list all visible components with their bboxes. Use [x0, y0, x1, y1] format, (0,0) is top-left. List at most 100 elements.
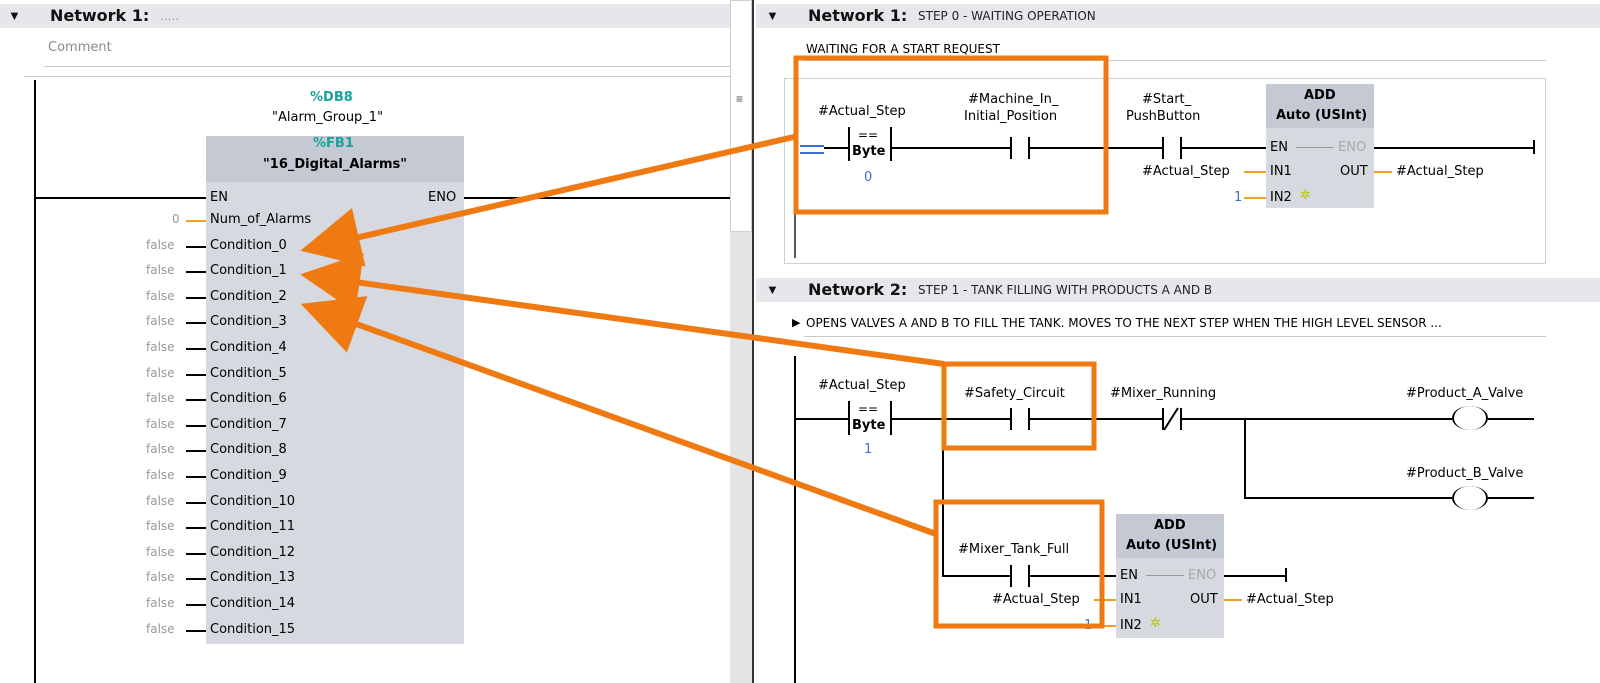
pin-value[interactable]: false	[146, 570, 175, 585]
n2-coil-b[interactable]	[1452, 486, 1488, 510]
n2-coil-a-label: #Product_A_Valve	[1406, 386, 1524, 401]
pin-wire	[186, 271, 206, 274]
n2-cmp-value: 1	[864, 442, 873, 457]
pin-wire	[186, 245, 206, 248]
n2-out-operand: #Actual_Step	[1246, 592, 1334, 607]
n1-contact1[interactable]	[1010, 137, 1030, 159]
pin-value[interactable]: false	[146, 596, 175, 610]
n2-coil-a[interactable]	[1452, 406, 1488, 430]
pin-value[interactable]: false	[146, 468, 175, 482]
sparkle-icon: ✲	[1150, 616, 1161, 631]
n1-wire-end	[1533, 140, 1535, 154]
n2-branch	[1244, 418, 1246, 498]
n1-wire	[1180, 147, 1268, 149]
n1-cmp-operand: #Actual_Step	[818, 104, 906, 119]
grip-icon[interactable]: ≡	[736, 92, 744, 106]
expand-comment-icon[interactable]: ▶	[792, 316, 801, 329]
n2-wire	[1028, 575, 1116, 577]
n2-mixer-running-label: #Mixer_Running	[1110, 386, 1217, 401]
pin-value[interactable]: false	[146, 237, 175, 252]
n1-eno-wire	[1374, 147, 1534, 149]
n1-out-wire	[1374, 171, 1392, 173]
n2-safety-contact[interactable]	[1010, 408, 1030, 430]
n2-wire	[1488, 497, 1534, 499]
pin-wire	[186, 424, 206, 427]
pin-wire	[186, 527, 206, 530]
network2-subtitle: STEP 1 - TANK FILLING WITH PRODUCTS A AN…	[918, 283, 1213, 297]
pin-wire	[186, 552, 206, 555]
n2-add-eno: ENO	[1188, 568, 1217, 583]
n2-tank-full-contact[interactable]	[1010, 565, 1030, 587]
pin-value[interactable]: false	[146, 544, 175, 559]
pin-value[interactable]: false	[146, 263, 175, 278]
n1-contact1-label2: Initial_Position	[964, 109, 1058, 124]
collapse-arrow-icon[interactable]: ▼	[766, 8, 779, 23]
pin-value[interactable]: false	[146, 493, 175, 508]
fb-input-pin: Condition_10	[210, 493, 296, 509]
pin-value[interactable]: false	[146, 416, 175, 431]
n1-wire	[890, 147, 1010, 149]
n2-add-header	[1116, 514, 1224, 558]
n2-wire	[1488, 418, 1534, 420]
sparkle-icon: ✲	[1300, 188, 1311, 203]
fb-input-pin: Condition_4	[210, 340, 287, 355]
pin-value[interactable]: false	[146, 288, 175, 303]
collapse-arrow-icon[interactable]: ▼	[766, 282, 779, 297]
n2-wire	[1028, 418, 1162, 420]
n1-add-out: OUT	[1340, 164, 1368, 179]
fb-input-pin: Condition_15	[210, 621, 296, 637]
fb-input-pin: Condition_12	[210, 544, 296, 560]
left-network-header[interactable]	[0, 4, 730, 28]
pin-value[interactable]: false	[146, 442, 175, 457]
n2-wire	[890, 418, 1010, 420]
pin-value[interactable]: false	[146, 519, 175, 534]
n2-wire	[1244, 497, 1452, 499]
fb-input-pin: Condition_5	[210, 365, 287, 381]
n2-safety-label: #Safety_Circuit	[964, 386, 1065, 401]
n1-add-type: Auto (USInt)	[1276, 108, 1368, 123]
pin-wire	[186, 629, 206, 632]
n2-en-eno-line	[1146, 575, 1184, 576]
right-network1-header[interactable]	[756, 4, 1600, 28]
n1-contact2-label: #Start_	[1142, 92, 1192, 107]
fb-input-pin: Condition_14	[210, 596, 296, 611]
fb-input-pin: Condition_7	[210, 416, 287, 432]
pin-value[interactable]: false	[146, 365, 175, 380]
pin-value[interactable]: 0	[172, 212, 180, 226]
pin-wire	[186, 476, 206, 478]
n2-add-title: ADD	[1154, 518, 1186, 533]
n1-left-wire-double	[800, 145, 824, 154]
highlight-box-safety	[941, 361, 1097, 451]
pane-divider[interactable]	[752, 0, 754, 683]
pin-value[interactable]: false	[146, 621, 175, 636]
pin-wire	[186, 348, 206, 350]
pin-value[interactable]: false	[146, 314, 175, 329]
left-network-subtitle: .....	[160, 9, 180, 23]
network2-title: Network 2:	[808, 280, 908, 299]
n1-contact2-label2: PushButton	[1126, 109, 1201, 124]
n2-cmp-operand: #Actual_Step	[818, 378, 906, 393]
pin-value[interactable]: false	[146, 391, 175, 406]
n1-in2-operand: 1	[1234, 190, 1243, 205]
n2-cmp-op: ==	[858, 402, 879, 416]
scrollbar-thumb[interactable]	[730, 0, 752, 232]
n2-add-type: Auto (USInt)	[1126, 538, 1218, 553]
n1-wire	[1028, 147, 1162, 149]
collapse-arrow-icon[interactable]: ▼	[8, 8, 21, 23]
comment-divider	[44, 66, 730, 67]
pin-value[interactable]: false	[146, 340, 175, 354]
n1-contact2[interactable]	[1162, 137, 1182, 159]
fb-input-pin: Num_of_Alarms	[210, 212, 312, 227]
left-comment-field[interactable]: Comment	[48, 40, 112, 55]
fb-eno-pin: ENO	[428, 190, 457, 205]
fb-input-pin: Condition_6	[210, 391, 287, 407]
network2-comment[interactable]: OPENS VALVES A AND B TO FILL THE TANK. M…	[806, 316, 1442, 330]
network1-comment[interactable]: WAITING FOR A START REQUEST	[806, 42, 1000, 56]
n1-add-in1: IN1	[1270, 164, 1292, 179]
fb-address: %FB1	[313, 136, 354, 151]
comment-divider	[804, 336, 1546, 337]
comment-divider	[24, 76, 730, 77]
n2-in2-wire	[1094, 625, 1116, 627]
n1-out-operand: #Actual_Step	[1396, 164, 1484, 179]
pin-wire	[186, 604, 206, 606]
